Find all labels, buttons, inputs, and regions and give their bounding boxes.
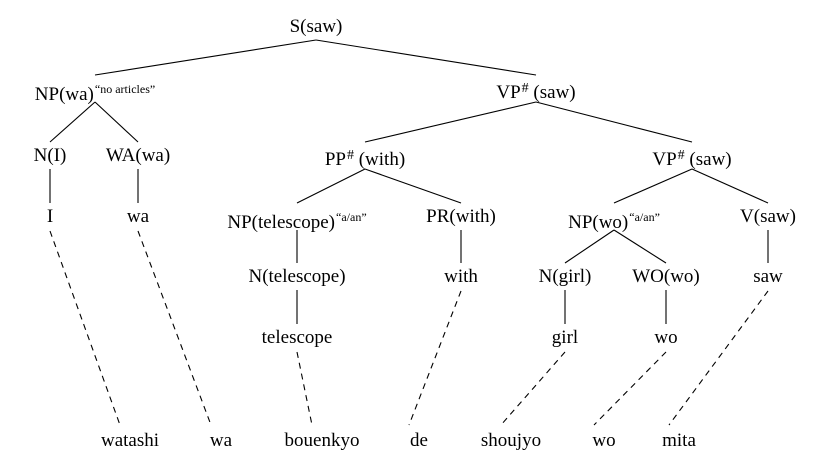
tree-edge	[535, 101, 693, 143]
node-label: with	[444, 266, 478, 287]
node-label: N(telescope)	[248, 266, 346, 287]
tree-node-j-bouenkyo: bouenkyo	[285, 430, 360, 452]
node-head-word: (saw)	[684, 149, 732, 170]
tree-edge	[49, 101, 96, 143]
tree-edge	[364, 101, 537, 143]
node-label: NP(wa)	[34, 84, 94, 105]
node-label: NP(wo)	[568, 212, 629, 233]
head-marker: #	[346, 148, 354, 163]
alignment-link	[593, 351, 667, 426]
tree-node-w-saw: saw	[753, 266, 783, 288]
tree-edge	[94, 101, 139, 143]
node-annotation: “a/an”	[336, 210, 367, 224]
tree-node-v-saw: V(saw)	[740, 206, 796, 228]
node-label: I	[46, 206, 54, 227]
alignment-link	[668, 290, 769, 426]
alignment-link	[296, 351, 313, 426]
tree-node-n-tel: N(telescope)	[248, 266, 345, 288]
tree-edge	[613, 168, 693, 204]
tree-node-w-wo: wo	[654, 327, 677, 349]
tree-edge	[315, 39, 537, 76]
tree-node-w-wa: wa	[127, 206, 149, 228]
tree-node-j-shoujyo: shoujyo	[481, 430, 541, 452]
node-label: VP	[652, 149, 677, 170]
node-head-word: (with)	[353, 149, 406, 170]
tree-node-w-with: with	[444, 266, 478, 288]
tree-node-wa-wa: WA(wa)	[106, 145, 170, 167]
tree-node-wo-wo: WO(wo)	[632, 266, 700, 288]
node-label: N(girl)	[538, 266, 592, 287]
node-label: WO(wo)	[632, 266, 700, 287]
node-label: wa	[209, 430, 233, 451]
tree-node-np-wo: NP(wo)“a/an”	[568, 206, 660, 234]
tree-node-n-i: N(I)	[34, 145, 67, 167]
tree-node-w-i: I	[47, 206, 53, 228]
tree-node-w-girl: girl	[552, 327, 578, 349]
head-marker: #	[677, 148, 685, 163]
node-label: telescope	[261, 327, 333, 348]
node-label: VP	[496, 82, 521, 103]
node-annotation: “a/an”	[629, 210, 660, 224]
tree-edge	[613, 229, 667, 264]
node-label: saw	[753, 266, 783, 287]
tree-node-j-de: de	[410, 430, 428, 452]
node-annotation: “no articles”	[94, 82, 156, 96]
node-label: PR(with)	[426, 206, 496, 227]
node-label: NP(telescope)	[227, 212, 335, 233]
tree-node-j-watashi: watashi	[101, 430, 159, 452]
tree-edge	[691, 168, 769, 204]
tree-node-vp-saw: VP# (saw)	[652, 145, 731, 171]
node-label: N(I)	[33, 145, 67, 166]
tree-node-pr-with: PR(with)	[426, 206, 496, 228]
tree-node-np-wa: NP(wa)“no articles”	[35, 78, 155, 106]
tree-edge	[94, 39, 317, 76]
node-label: mita	[662, 430, 696, 451]
alignment-link	[49, 230, 121, 426]
tree-node-n-girl: N(girl)	[539, 266, 592, 288]
node-label: shoujyo	[480, 430, 542, 451]
node-label: girl	[551, 327, 579, 348]
tree-node-j-wa: wa	[210, 430, 232, 452]
node-label: bouenkyo	[284, 430, 360, 451]
node-head-word: (saw)	[528, 82, 576, 103]
node-label: wo	[592, 430, 616, 451]
node-label: de	[410, 430, 428, 451]
node-label: watashi	[100, 430, 160, 451]
alignment-link	[408, 290, 462, 426]
node-label: V(saw)	[740, 206, 796, 227]
tree-node-vp-top: VP# (saw)	[496, 78, 575, 104]
tree-node-pp-with: PP# (with)	[325, 145, 405, 171]
tree-edge	[296, 168, 366, 204]
tree-node-np-tel: NP(telescope)“a/an”	[227, 206, 366, 234]
tree-edge	[364, 168, 462, 204]
alignment-link	[500, 351, 566, 426]
tree-node-j-mita: mita	[662, 430, 696, 452]
head-marker: #	[521, 81, 529, 96]
node-label: WA(wa)	[105, 145, 171, 166]
tree-node-s: S(saw)	[290, 16, 343, 38]
node-label: wa	[126, 206, 150, 227]
node-label: S(saw)	[289, 16, 343, 37]
tree-edge	[564, 229, 615, 264]
alignment-link	[137, 230, 212, 426]
tree-node-w-telescope: telescope	[262, 327, 333, 349]
node-label: PP	[324, 149, 346, 170]
node-label: wo	[654, 327, 678, 348]
tree-node-j-wo: wo	[592, 430, 615, 452]
